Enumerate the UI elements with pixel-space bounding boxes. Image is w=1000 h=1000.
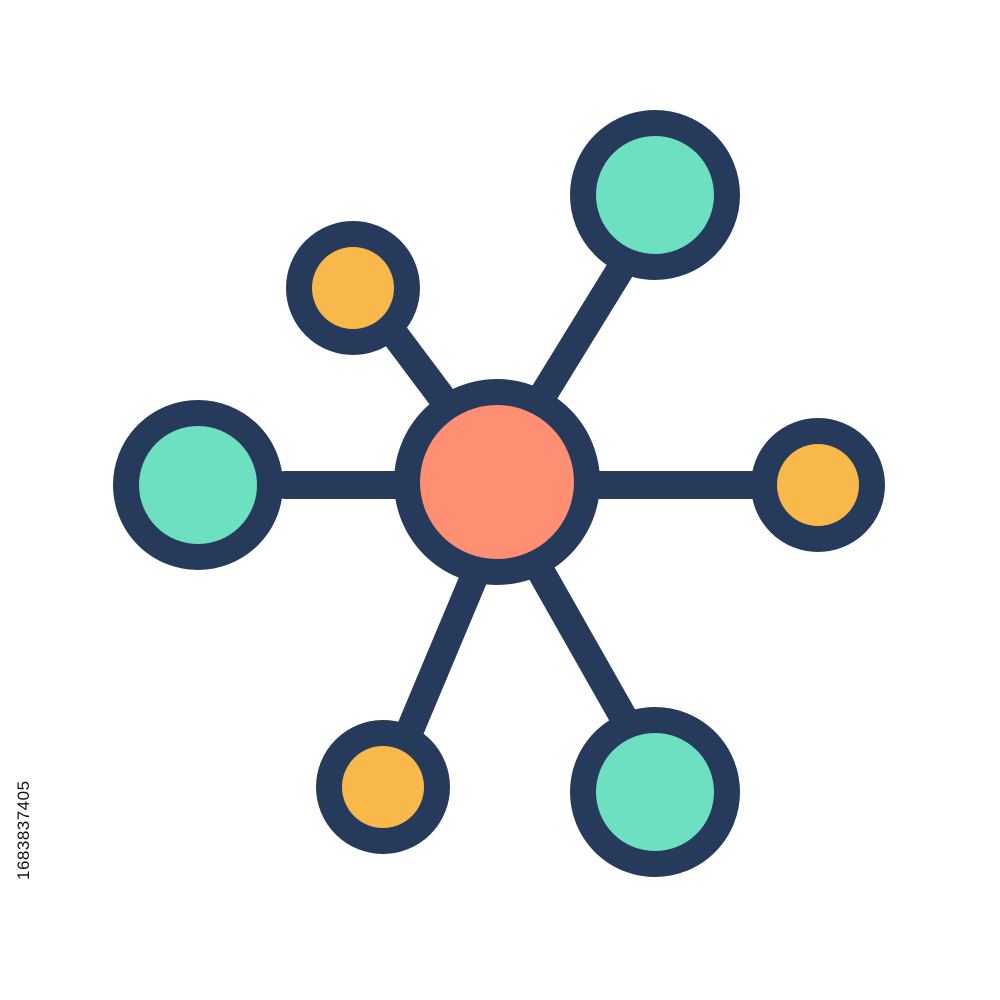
connector-top-right <box>526 256 634 414</box>
connector-top-left <box>381 321 454 409</box>
top-right-node <box>570 110 740 280</box>
center-hub-node <box>394 379 600 585</box>
bottom-right-node <box>570 707 740 877</box>
stock-id-label: 1683837405 <box>14 780 33 880</box>
connector-bottom-right <box>526 556 639 734</box>
connector-bottom-left <box>396 561 489 744</box>
right-node <box>751 418 885 552</box>
left-node <box>113 400 283 570</box>
top-left-node <box>286 221 420 355</box>
bottom-left-node <box>316 720 450 854</box>
